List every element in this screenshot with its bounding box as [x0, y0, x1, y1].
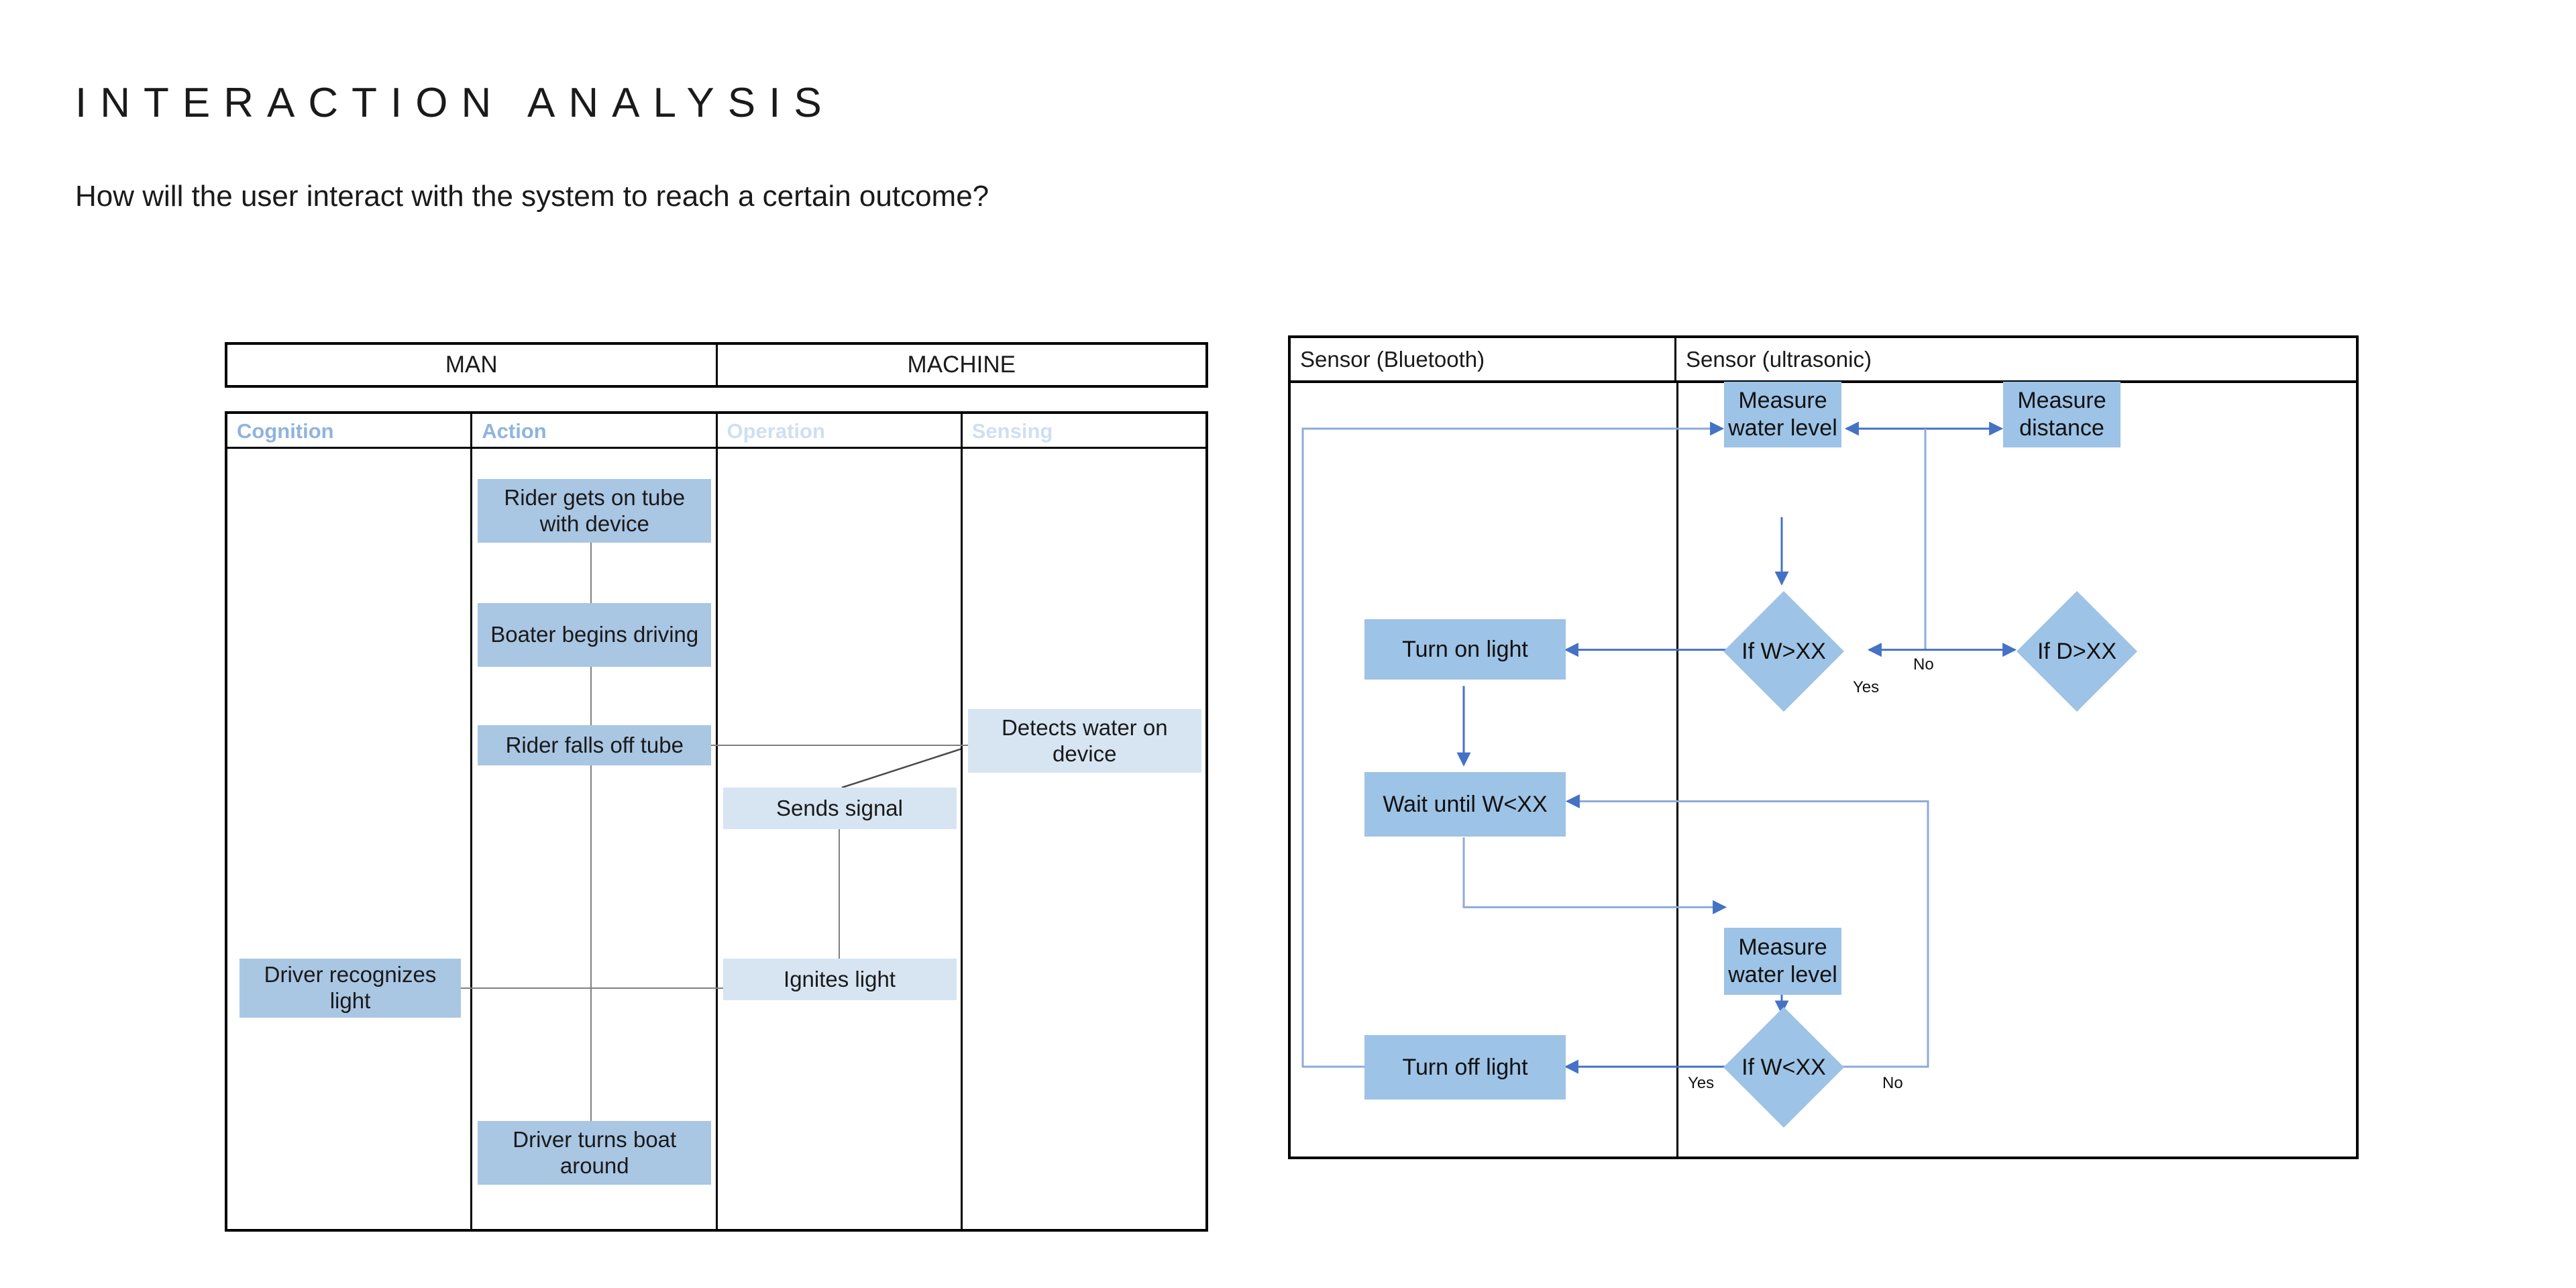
band-cell-man: MAN — [445, 352, 498, 378]
node-if-d-greater-label: If D>XX — [2037, 638, 2117, 664]
man-machine-band: MAN MACHINE — [225, 342, 1208, 388]
flow-connectors — [1301, 421, 2017, 1074]
header-col-cognition: Cognition — [227, 414, 470, 447]
lane-header-ultrasonic: Sensor (ultrasonic) — [1676, 338, 2356, 380]
swimlane-body: Driver recognizes light Rider gets on tu… — [227, 449, 1205, 1229]
band-cell-machine: MACHINE — [715, 345, 1206, 385]
swimlane-grid: Cognition Action Operation Sensing Drive… — [225, 411, 1208, 1232]
node-wait-until-w-less[interactable]: Wait until W<XX — [1364, 772, 1566, 837]
header-label-sensing: Sensing — [971, 419, 1053, 443]
header-label-cognition: Cognition — [237, 419, 334, 443]
box-rider-falls-off-tube[interactable]: Rider falls off tube — [478, 725, 712, 765]
sensor-flow-body: Measure water level Measure distance If … — [1291, 382, 2356, 1157]
box-ignites-light[interactable]: Ignites light — [722, 959, 957, 1000]
box-driver-turns-boat-around[interactable]: Driver turns boat around — [478, 1121, 712, 1185]
node-measure-distance[interactable]: Measure distance — [2003, 382, 2121, 447]
lane-header-bluetooth: Sensor (Bluetooth) — [1291, 338, 1676, 380]
node-measure-water-level-top[interactable]: Measure water level — [1724, 382, 1841, 447]
header-col-sensing: Sensing — [960, 414, 1205, 447]
wire-falls-to-detects — [711, 745, 1196, 746]
lane-header-ultrasonic-label: Sensor (ultrasonic) — [1686, 346, 1872, 372]
edge-label-yes-top: Yes — [1853, 678, 1880, 696]
wire-action-spine — [590, 528, 592, 1159]
lane-header-bluetooth-label: Sensor (Bluetooth) — [1300, 346, 1485, 372]
sensor-lane-headers: Sensor (Bluetooth) Sensor (ultrasonic) — [1291, 338, 2356, 383]
wire-recognize-to-ignites — [461, 987, 941, 989]
lane-sensing: Detects water on device — [960, 449, 1205, 1229]
edge-label-no-bottom: No — [1882, 1074, 1903, 1092]
wire-detects-to-signal — [841, 748, 961, 789]
wire-signal-to-ignites — [838, 829, 840, 959]
edge-label-no-top: No — [1913, 655, 1934, 674]
header-label-action: Action — [482, 419, 547, 443]
node-turn-off-light[interactable]: Turn off light — [1364, 1035, 1566, 1099]
lane-cognition: Driver recognizes light — [227, 449, 941, 1229]
node-if-d-greater[interactable]: If D>XX — [2017, 591, 2137, 712]
header-col-action: Action — [470, 414, 715, 447]
node-turn-on-light[interactable]: Turn on light — [1364, 619, 1566, 680]
swimlane-header-row: Cognition Action Operation Sensing — [227, 414, 1205, 449]
lane-divider — [1676, 383, 1678, 1157]
box-detects-water-on-device[interactable]: Detects water on device — [967, 709, 1201, 773]
box-rider-gets-on-tube[interactable]: Rider gets on tube with device — [478, 479, 712, 543]
node-if-w-less[interactable]: If W<XX — [1723, 1007, 1844, 1128]
lane-action: Rider gets on tube with device Boater be… — [470, 449, 1196, 1229]
node-measure-water-level-bottom[interactable]: Measure water level — [1724, 928, 1841, 995]
header-col-operation: Operation — [715, 414, 961, 447]
box-boater-begins-driving[interactable]: Boater begins driving — [478, 603, 712, 667]
page-subtitle: How will the user interact with the syst… — [75, 180, 989, 213]
node-if-w-less-label: If W<XX — [1741, 1054, 1826, 1080]
man-machine-table: MAN MACHINE Cognition Action Operation S… — [225, 342, 1208, 1232]
header-label-operation: Operation — [727, 419, 825, 443]
box-sends-signal[interactable]: Sends signal — [722, 788, 957, 829]
node-if-w-greater[interactable]: If W>XX — [1723, 591, 1844, 712]
lane-operation: Sends signal Ignites light — [715, 449, 961, 1229]
sensor-flowchart: Sensor (Bluetooth) Sensor (ultrasonic) — [1288, 335, 2359, 1159]
box-driver-recognizes-light[interactable]: Driver recognizes light — [239, 959, 461, 1018]
page-title: INTERACTION ANALYSIS — [75, 80, 835, 126]
edge-label-yes-bottom: Yes — [1688, 1074, 1715, 1092]
node-if-w-greater-label: If W>XX — [1741, 638, 1826, 664]
